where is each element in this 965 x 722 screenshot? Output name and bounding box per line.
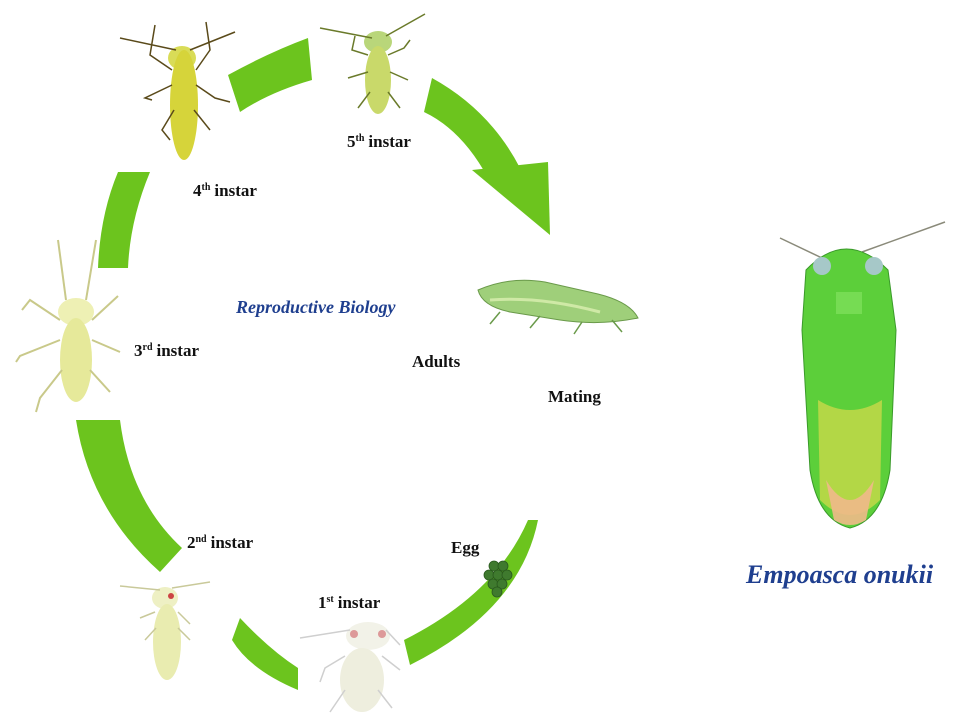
instar1-insect xyxy=(300,622,400,712)
arc-4th-to-5th xyxy=(228,38,312,112)
arrowhead-to-adult xyxy=(472,162,550,235)
instar5-insect xyxy=(320,14,425,114)
species-name: Empoasca onukii xyxy=(746,562,933,588)
mating-adults xyxy=(478,280,638,334)
stage-word: instar xyxy=(368,132,411,151)
label-5th-instar: 5thinstar xyxy=(347,133,411,150)
label-2nd-instar: 2nd instar xyxy=(187,534,253,551)
arc-5th-to-adult xyxy=(424,78,520,178)
stage-word: instar xyxy=(157,341,200,360)
arc-2nd-to-3rd xyxy=(76,420,182,572)
label-1st-instar: 1st instar xyxy=(318,594,380,611)
stage-number: 3 xyxy=(134,341,143,360)
instar2-insect xyxy=(120,582,210,680)
stage-suffix: nd xyxy=(196,534,207,545)
label-4th-instar: 4thinstar xyxy=(193,182,257,199)
label-egg: Egg xyxy=(451,539,479,556)
arc-1st-to-2nd xyxy=(232,618,298,690)
stage-number: 1 xyxy=(318,593,327,612)
stage-suffix: th xyxy=(202,182,211,193)
stage-word: instar xyxy=(211,533,254,552)
stage-word: instar xyxy=(338,593,381,612)
stage-number: 4 xyxy=(193,181,202,200)
label-3rd-instar: 3rd instar xyxy=(134,342,199,359)
stage-suffix: st xyxy=(327,594,334,605)
adult-leafhopper xyxy=(780,222,945,528)
label-adults: Adults xyxy=(412,353,460,370)
stage-number: 5 xyxy=(347,132,356,151)
stage-suffix: th xyxy=(356,133,365,144)
instar4-insect xyxy=(120,22,235,160)
diagram-title: Reproductive Biology xyxy=(236,298,395,316)
stage-word: instar xyxy=(214,181,257,200)
arc-3rd-to-4th xyxy=(98,172,150,268)
label-mating: Mating xyxy=(548,388,601,405)
stage-suffix: rd xyxy=(143,342,153,353)
stage-number: 2 xyxy=(187,533,196,552)
cycle-arrows xyxy=(76,38,550,690)
